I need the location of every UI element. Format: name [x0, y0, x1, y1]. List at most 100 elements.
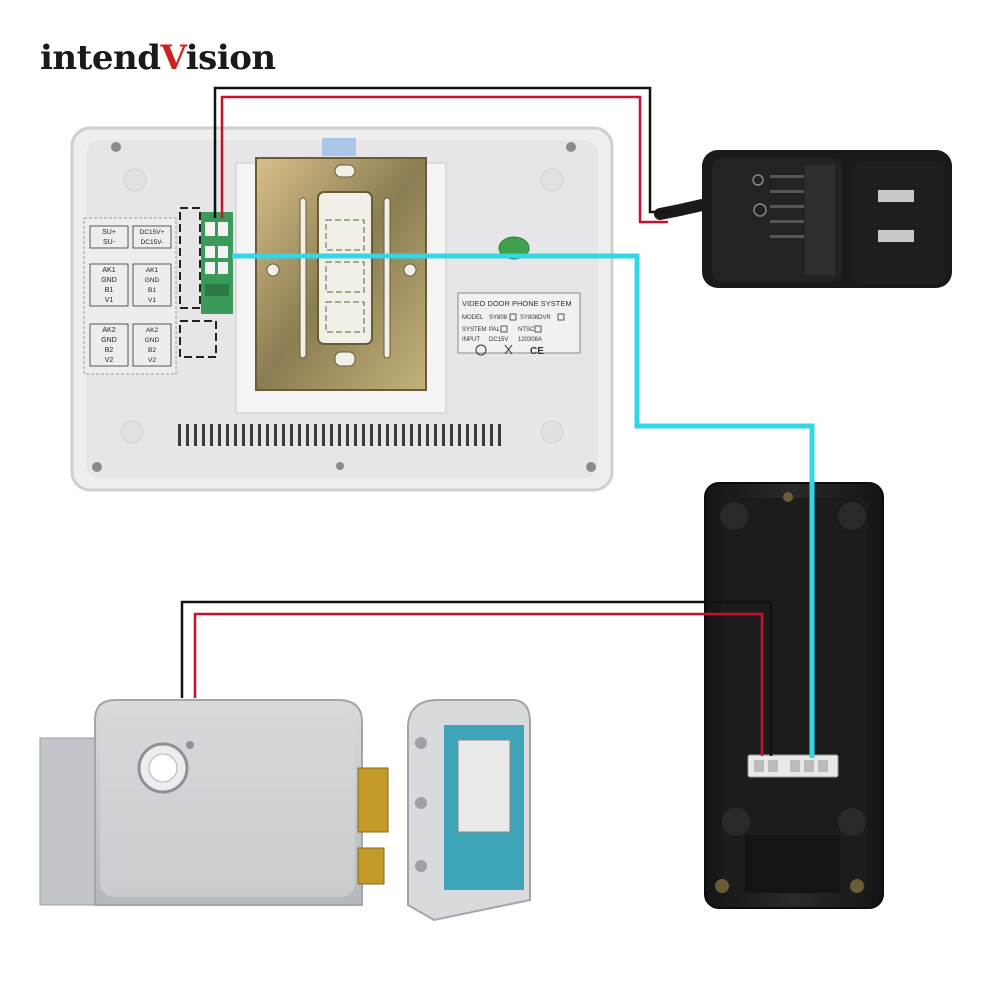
vent-slot	[186, 424, 189, 446]
lock-wire-black	[180, 600, 773, 756]
screw-icon	[586, 462, 596, 472]
vent-slot	[418, 424, 421, 446]
terminal-label: GND	[101, 277, 117, 284]
lock-latch	[357, 847, 385, 885]
vent-slot	[210, 424, 213, 446]
label-model-key: MODEL	[462, 315, 484, 321]
vent-slot	[482, 424, 485, 446]
vent-slot	[234, 424, 237, 446]
vent-slot	[490, 424, 493, 446]
vent-slot	[466, 424, 469, 446]
mounting-bracket	[235, 138, 447, 414]
terminal-label: V2	[148, 357, 156, 364]
screw-icon	[850, 879, 864, 893]
label-system-key: SYSTEM	[462, 327, 487, 333]
vent-slot	[402, 424, 405, 446]
blue-sticker	[322, 138, 356, 156]
vent-slot	[314, 424, 317, 446]
foot-icon	[120, 420, 144, 444]
power-wire-red	[220, 95, 668, 224]
label-date-val: 120308A	[518, 337, 542, 343]
vent-slot	[258, 424, 261, 446]
terminal-label: AK2	[146, 327, 159, 334]
terminal-label: V1	[148, 297, 156, 304]
vent-slot	[282, 424, 285, 446]
terminal-label: B1	[148, 287, 156, 294]
lock-wires	[180, 600, 773, 756]
terminal-label: SU-	[103, 239, 116, 246]
logo-part-b: ision	[185, 38, 276, 78]
terminal-label: AK2	[102, 327, 115, 334]
vent-slot	[202, 424, 205, 446]
plug-prong	[878, 190, 914, 202]
label-input-key: INPUT	[462, 337, 480, 343]
terminal-label: V2	[105, 357, 114, 364]
label-title: VIDEO DOOR PHONE SYSTEM	[462, 299, 572, 308]
vent-slot	[410, 424, 413, 446]
vent-slot	[346, 424, 349, 446]
bin-mark-icon	[504, 344, 513, 355]
vent-slot	[442, 424, 445, 446]
screw-icon	[92, 462, 102, 472]
screw-icon	[783, 492, 793, 502]
screw-icon	[566, 142, 576, 152]
vent-slot	[266, 424, 269, 446]
vent-slot	[274, 424, 277, 446]
vent-slot	[378, 424, 381, 446]
vent-slot	[354, 424, 357, 446]
door-lock-icon	[39, 699, 389, 906]
screw-icon	[336, 462, 344, 470]
vent-slot	[290, 424, 293, 446]
plug-prong	[878, 230, 914, 242]
power-wire-black	[213, 86, 668, 218]
vent-slot	[450, 424, 453, 446]
terminal-label: GND	[145, 337, 160, 344]
terminal-label: B1	[105, 287, 114, 294]
outdoor-camera-icon	[704, 482, 884, 909]
label-ce-mark: CE	[530, 346, 544, 357]
vent-slot	[218, 424, 221, 446]
vent-slot	[370, 424, 373, 446]
foot-icon	[540, 168, 564, 192]
power-adapter-icon	[654, 150, 952, 288]
logo-part-a: intend	[40, 38, 161, 78]
vent-slot	[498, 424, 501, 446]
label-model-opt1: SY808	[489, 315, 508, 321]
lock-bolt	[357, 767, 389, 833]
vent-slot	[242, 424, 245, 446]
vent-slot	[330, 424, 333, 446]
vent-slot	[474, 424, 477, 446]
terminal-label: AK1	[146, 267, 159, 274]
terminal-label: DC15V+	[140, 229, 165, 236]
vent-slot	[322, 424, 325, 446]
vent-slot	[394, 424, 397, 446]
label-system-opt1: PAL	[489, 327, 501, 333]
cert-mark-icon	[475, 344, 487, 356]
vent-slot	[386, 424, 389, 446]
terminal-label: GND	[101, 337, 117, 344]
label-model-opt2: SY808DVR	[520, 315, 551, 321]
terminal-label: SU+	[102, 229, 116, 236]
vent-slot	[250, 424, 253, 446]
vent-slot	[362, 424, 365, 446]
connector-frame	[179, 320, 217, 358]
screw-icon	[715, 879, 729, 893]
strike-plate-icon	[407, 699, 531, 922]
terminal-label: B2	[105, 347, 114, 354]
label-system-opt2: NTSC	[518, 327, 535, 333]
brand-logo: intendVision	[40, 38, 276, 78]
vent-slot	[338, 424, 341, 446]
vent-slot	[298, 424, 301, 446]
vent-slot	[226, 424, 229, 446]
screw-icon	[111, 142, 121, 152]
vent-slot	[426, 424, 429, 446]
terminal-label: V1	[105, 297, 114, 304]
signal-cable	[232, 253, 815, 758]
logo-part-v: V	[160, 38, 186, 78]
lock-wire-red	[193, 612, 764, 756]
terminal-label: DC15V-	[141, 239, 164, 246]
label-input-val: DC15V	[489, 337, 508, 343]
terminal-label: B2	[148, 347, 156, 354]
